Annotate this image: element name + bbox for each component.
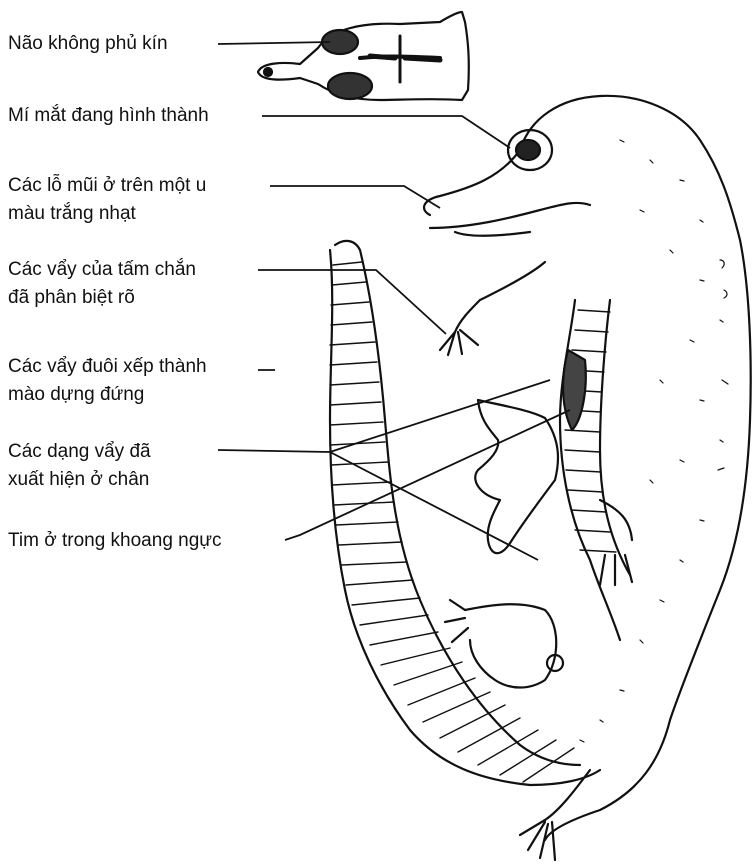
skin-texture <box>580 140 728 742</box>
leader-nostrils <box>270 186 440 208</box>
leader-legs-2 <box>330 380 550 452</box>
label-legs-line2: xuất hiện ở chân <box>8 467 149 493</box>
label-nostrils-line2: màu trắng nhạt <box>8 201 136 227</box>
leader-heart <box>285 410 570 540</box>
label-tail-line2: mào dựng đứng <box>8 382 144 408</box>
embryo-body <box>424 96 751 860</box>
head-top-view <box>258 12 469 100</box>
label-legs-line1: Các dạng vẩy đã <box>8 439 151 465</box>
label-heart: Tim ở trong khoang ngực <box>8 528 222 554</box>
leader-lines <box>218 42 570 560</box>
label-nostrils-line1: Các lỗ mũi ở trên một u <box>8 173 206 199</box>
label-brain: Não không phủ kín <box>8 31 168 57</box>
leader-eyelid <box>262 116 510 148</box>
embryo-tail <box>330 241 600 785</box>
label-shield-line1: Các vẩy của tấm chắn <box>8 257 196 283</box>
leader-brain <box>218 42 330 44</box>
label-shield-line2: đã phân biệt rõ <box>8 285 135 311</box>
label-tail-line1: Các vẩy đuôi xếp thành <box>8 354 207 380</box>
leader-shield <box>258 270 446 334</box>
label-eyelid: Mí mắt đang hình thành <box>8 103 209 129</box>
